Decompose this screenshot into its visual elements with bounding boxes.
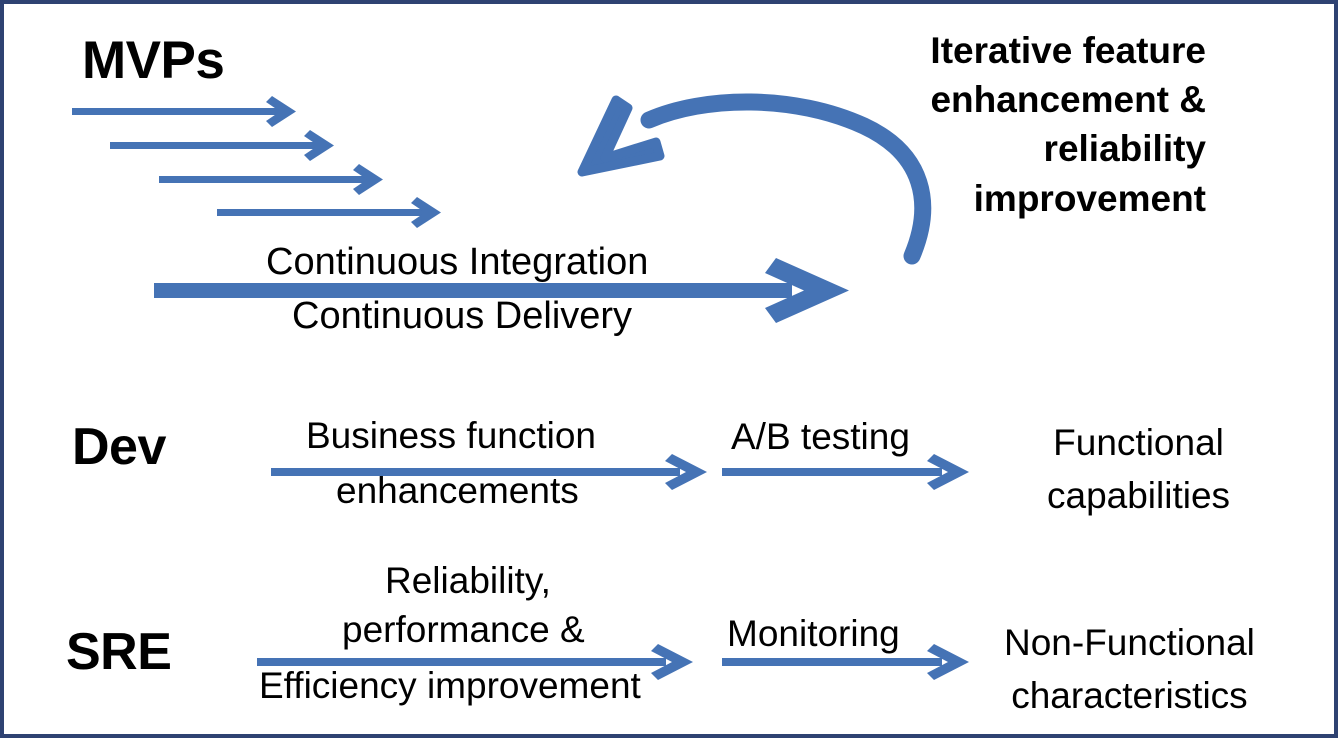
dev-outcome: Functional capabilities xyxy=(1047,417,1230,522)
sre-outcome-line1: Non-Functional xyxy=(1004,622,1255,663)
dev-arrow-2 xyxy=(722,454,969,490)
sre-step1-line3: Efficiency improvement xyxy=(259,665,641,706)
cicd-arrow xyxy=(154,258,849,323)
sre-arrow-2 xyxy=(722,644,969,680)
mvp-arrow-4 xyxy=(217,197,441,228)
sre-step1-line1: Reliability, xyxy=(385,560,551,601)
continuous-integration-label: Continuous Integration xyxy=(266,241,649,283)
sre-step2-label: Monitoring xyxy=(727,613,900,654)
sre-role-label: SRE xyxy=(66,623,172,681)
sre-outcome: Non-Functional characteristics xyxy=(1004,617,1255,722)
dev-step1-line2: enhancements xyxy=(336,470,579,511)
mvp-arrow-2 xyxy=(110,130,334,161)
arrows-layer xyxy=(72,93,969,680)
sre-step1-line2: performance & xyxy=(342,609,585,650)
dev-step2-label: A/B testing xyxy=(731,416,910,457)
dev-role-label: Dev xyxy=(72,418,166,476)
sre-arrow-1 xyxy=(257,644,693,680)
dev-step1-line1: Business function xyxy=(306,415,597,456)
iterative-note-text: Iterative feature enhancement & reliabil… xyxy=(930,30,1206,219)
dev-outcome-line1: Functional xyxy=(1053,422,1224,463)
continuous-delivery-label: Continuous Delivery xyxy=(292,295,633,337)
mvp-arrow-3 xyxy=(159,164,383,195)
mvp-arrow-1 xyxy=(72,96,296,127)
dev-arrow-1 xyxy=(271,454,707,490)
iterative-enhancement-note: Iterative feature enhancement & reliabil… xyxy=(930,26,1206,223)
iterative-feedback-curved-arrow xyxy=(577,93,932,265)
sre-outcome-line2: characteristics xyxy=(1011,674,1248,716)
mvps-label: MVPs xyxy=(82,31,225,90)
dev-outcome-line2: capabilities xyxy=(1047,474,1231,516)
